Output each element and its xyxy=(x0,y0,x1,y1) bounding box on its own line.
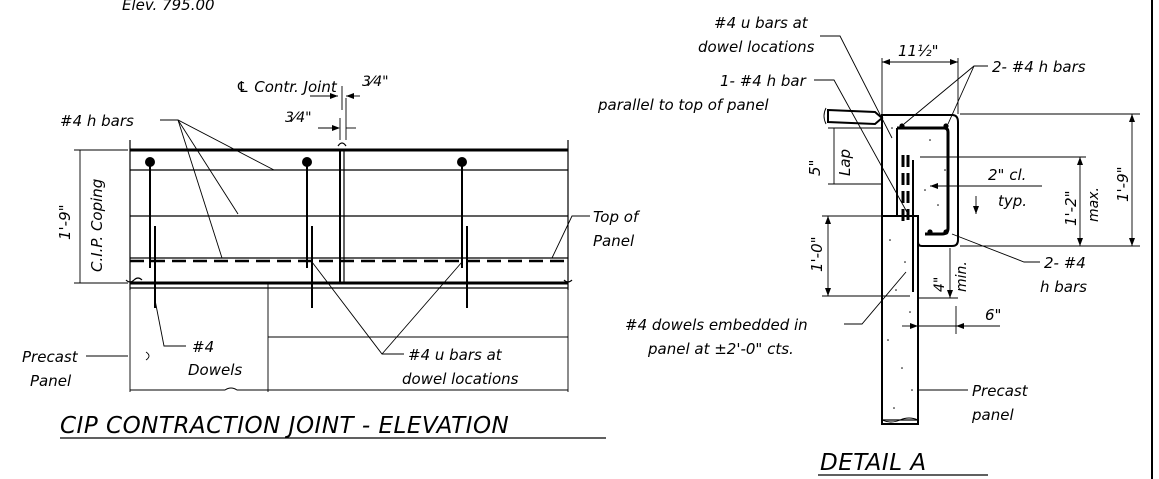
detail-dowels-2: panel at ±2'-0" cts. xyxy=(647,340,794,358)
min-label: min. xyxy=(954,261,970,292)
detail-a-view: 11½" #4 u bars at dowel locations 1- #4 … xyxy=(597,0,1153,479)
six-arrow xyxy=(956,323,964,329)
h-bar-dot-4 xyxy=(943,229,949,235)
h-bars-leader-3 xyxy=(177,119,223,259)
min-arrow xyxy=(947,290,953,298)
cover-tick-arrow xyxy=(973,206,979,214)
dl-arrow-b xyxy=(825,288,831,296)
dowels-leader xyxy=(154,299,186,347)
h-bar-dot-1 xyxy=(899,123,905,129)
dim-three-quarter-a: 3⁄4" xyxy=(362,74,389,90)
h-bars-leader-1 xyxy=(160,119,275,171)
coping-height: 1'-9" xyxy=(56,204,74,240)
dim-a-arrow xyxy=(346,93,354,99)
joint-notch xyxy=(337,142,347,147)
precast-panel-2: Panel xyxy=(30,372,72,390)
u-bar-2-dot xyxy=(302,157,312,167)
detail-u-bars-1: #4 u bars at xyxy=(714,14,809,32)
u-bars-2: dowel locations xyxy=(402,370,519,388)
top-of-panel-1: Top of xyxy=(593,208,641,226)
dowel-length: 1'-0" xyxy=(808,236,826,272)
elevation-view: Elev. 795.00 ℄ Contr. Joint 3⁄4" 3⁄4" xyxy=(22,0,641,439)
concrete-stipple xyxy=(887,127,949,409)
cj-arrow xyxy=(330,93,338,99)
two-h-bars-bot-2: h bars xyxy=(1040,278,1087,296)
detail-dowels-1: #4 dowels embedded in xyxy=(625,316,808,334)
width-arrow-r xyxy=(950,59,958,65)
coping-body xyxy=(881,114,959,247)
detail-h-bar-2: parallel to top of panel xyxy=(597,96,769,114)
rail-break xyxy=(823,107,827,125)
max-arrow-t xyxy=(1077,157,1083,165)
dim-b-arrow xyxy=(332,125,340,131)
width-dim: 11½" xyxy=(898,42,939,60)
max-arrow-b xyxy=(1077,238,1083,246)
dl-arrow-t xyxy=(825,216,831,224)
contraction-joint-label: ℄ Contr. Joint xyxy=(236,78,338,96)
cover-1: 2" cl. xyxy=(988,166,1026,184)
rail-bar xyxy=(827,108,884,126)
six-dim: 6" xyxy=(985,306,1001,324)
two-h-bars-leader-2 xyxy=(947,65,975,125)
max-dim: 1'-2" xyxy=(1062,190,1080,226)
u-bars-leader-2 xyxy=(381,261,463,355)
width-arrow-l xyxy=(882,59,890,65)
th-arrow-b xyxy=(1129,238,1135,246)
left-break xyxy=(125,140,143,290)
top-of-panel-leader xyxy=(551,215,590,259)
max-label: max. xyxy=(1086,187,1102,222)
th-arrow-t xyxy=(1129,114,1135,122)
h-bars-label: #4 h bars xyxy=(60,112,134,130)
cover-2: typ. xyxy=(998,192,1027,210)
top-of-panel-2: Panel xyxy=(593,232,635,250)
six-arrow-l xyxy=(910,323,918,329)
dim-three-quarter-b: 3⁄4" xyxy=(285,110,312,126)
detail-h-bar-leader xyxy=(814,79,909,215)
two-h-bars-bot-1: 2- #4 xyxy=(1044,254,1086,272)
panel-break-wave xyxy=(881,417,919,423)
h-bars-leader-2 xyxy=(177,119,239,215)
detail-title: DETAIL A xyxy=(820,450,927,476)
u-bar-detail xyxy=(897,126,950,236)
dowels-1: #4 xyxy=(192,338,214,356)
precast-panel-1: Precast xyxy=(22,348,79,366)
frame-bottom xyxy=(130,387,568,391)
dowels-2: Dowels xyxy=(188,361,242,379)
u-bar-1-dot xyxy=(145,157,155,167)
precast-leader xyxy=(86,351,150,361)
u-bars-leader-1 xyxy=(311,261,404,355)
bottom-bars-leader xyxy=(951,233,1040,263)
detail-precast-1: Precast xyxy=(972,382,1029,400)
u-bar-3-dot xyxy=(457,157,467,167)
detail-h-bar-1: 1- #4 h bar xyxy=(720,72,807,90)
u-bars-1: #4 u bars at xyxy=(408,346,503,364)
detail-dowels-leader xyxy=(844,271,907,325)
detail-u-bars-leader xyxy=(820,35,893,139)
lap-label: Lap xyxy=(836,149,854,176)
detail-u-bars-2: dowel locations xyxy=(698,38,815,56)
coping-label: C.I.P. Coping xyxy=(88,179,106,272)
right-break xyxy=(563,140,573,290)
min-dim: 4" xyxy=(932,277,948,292)
lap-dim: 5" xyxy=(806,160,824,176)
elevation-title: CIP CONTRACTION JOINT - ELEVATION xyxy=(60,413,509,439)
h-bar-dot-3 xyxy=(927,229,933,235)
h-bar-dot-2 xyxy=(943,123,949,129)
elev-note: Elev. 795.00 xyxy=(122,0,215,14)
detail-precast-2: panel xyxy=(971,406,1014,424)
total-height: 1'-9" xyxy=(1114,166,1132,202)
detail-two-h-bars-top: 2- #4 h bars xyxy=(992,58,1086,76)
